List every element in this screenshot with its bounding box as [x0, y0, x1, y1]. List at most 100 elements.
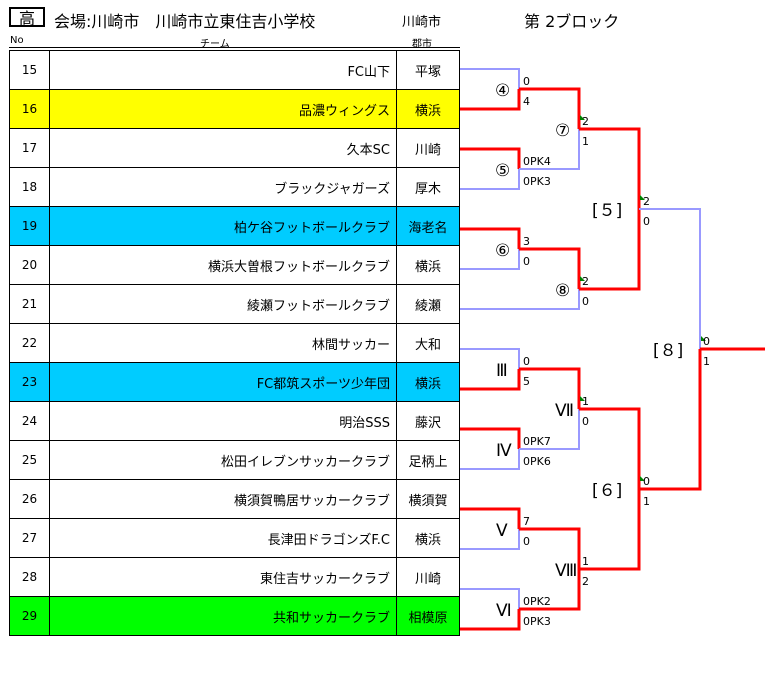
- score-top-m7: 2: [582, 115, 589, 128]
- bracket-line-r2-c: [519, 247, 581, 289]
- team-city: 横浜: [396, 245, 460, 285]
- score-bottom-mVII: 0: [582, 415, 589, 428]
- score-top-mIII: 0: [523, 355, 530, 368]
- match-label-s6: [６]: [592, 481, 622, 501]
- bracket-line-r2-h: [519, 569, 581, 611]
- bracket-line-r2-b: [519, 129, 580, 170]
- block-title: 第 2ブロック: [524, 12, 620, 31]
- bracket-line-r2-f: [519, 409, 580, 450]
- score-top-mVI: 0PK2: [523, 595, 551, 608]
- match-label-m8: ⑧: [555, 281, 570, 301]
- score-bottom-f8: 1: [703, 355, 710, 368]
- score-top-mIV: 0PK7: [523, 435, 551, 448]
- bracket-line-19: [460, 227, 521, 249]
- team-number: 21: [9, 284, 50, 324]
- team-city: 綾瀬: [396, 284, 460, 324]
- match-label-f8: [８]: [653, 341, 683, 361]
- score-bottom-m5: 0PK3: [523, 175, 551, 188]
- team-name: ブラックジャガーズ: [49, 167, 397, 207]
- advance-marker: [580, 396, 585, 401]
- score-top-s6: 0: [643, 475, 650, 488]
- score-bottom-m8: 0: [582, 295, 589, 308]
- host-city: 川崎市: [402, 15, 442, 30]
- team-name: 横須賀鴨居サッカークラブ: [49, 479, 397, 519]
- advance-marker: [580, 115, 585, 120]
- team-number: 20: [9, 245, 50, 285]
- score-top-m6: 3: [523, 235, 530, 248]
- team-number: 18: [9, 167, 50, 207]
- match-label-mVII: Ⅶ: [555, 401, 574, 421]
- score-bottom-mIII: 5: [523, 375, 530, 388]
- match-label-m7: ⑦: [555, 121, 570, 141]
- match-label-mVIII: Ⅷ: [555, 561, 577, 581]
- team-number: 16: [9, 89, 50, 129]
- bracket-line-16: [460, 89, 521, 111]
- bracket-line-18: [460, 169, 520, 190]
- bracket-line-r3-c: [579, 407, 641, 489]
- team-city: 横浜: [396, 89, 460, 129]
- match-label-s5: [５]: [592, 201, 622, 221]
- score-bottom-mV: 0: [523, 535, 530, 548]
- score-top-mV: 7: [523, 515, 530, 528]
- bracket-line-sf-b: [639, 349, 702, 491]
- venue-title: 会場:川崎市 川崎市立東住吉小学校: [54, 12, 316, 31]
- score-bottom-s5: 0: [643, 215, 650, 228]
- team-city: 足柄上: [396, 440, 460, 480]
- team-number: 28: [9, 557, 50, 597]
- score-top-mVIII: 1: [582, 555, 589, 568]
- score-top-m4: 0: [523, 75, 530, 88]
- advance-marker: [580, 276, 585, 281]
- bracket-line-r2-a: [519, 87, 581, 129]
- bracket-line-21: [460, 289, 580, 310]
- match-label-mVI: Ⅵ: [496, 601, 512, 621]
- bracket-line-29: [460, 609, 521, 631]
- team-name: 長津田ドラゴンズF.C: [49, 518, 397, 558]
- team-city: 横浜: [396, 518, 460, 558]
- score-bottom-s6: 1: [643, 495, 650, 508]
- team-number: 17: [9, 128, 50, 168]
- team-city: 平塚: [396, 50, 460, 90]
- bracket-line-r3-b: [579, 209, 641, 291]
- column-header-city: 郡市: [412, 39, 432, 50]
- bracket-line-27: [460, 529, 520, 550]
- column-header-team: チーム: [200, 39, 230, 50]
- score-bottom-mVIII: 2: [582, 575, 589, 588]
- column-header-no: No: [10, 35, 24, 46]
- bracket-line-26: [460, 507, 521, 529]
- team-name: 横浜大曽根フットボールクラブ: [49, 245, 397, 285]
- match-label-mIV: Ⅳ: [496, 441, 512, 461]
- score-bottom-m4: 4: [523, 95, 530, 108]
- bracket-line-17: [460, 147, 521, 169]
- bracket-line-24: [460, 427, 521, 449]
- advance-marker: [701, 336, 706, 341]
- bracket-line-22: [460, 348, 520, 369]
- team-city: 海老名: [396, 206, 460, 246]
- team-number: 26: [9, 479, 50, 519]
- team-number: 23: [9, 362, 50, 402]
- bracket-line-20: [460, 249, 520, 270]
- bracket-line-r3-a: [579, 127, 641, 209]
- team-city: 厚木: [396, 167, 460, 207]
- score-top-m5: 0PK4: [523, 155, 551, 168]
- match-label-m6: ⑥: [495, 241, 510, 261]
- team-city: 大和: [396, 323, 460, 363]
- team-number: 29: [9, 596, 50, 636]
- match-label-mIII: Ⅲ: [496, 361, 508, 381]
- score-bottom-mVI: 0PK3: [523, 615, 551, 628]
- bracket-line-sf-a: [639, 208, 701, 349]
- advance-marker: [640, 476, 645, 481]
- bracket-line-15: [460, 68, 520, 89]
- team-city: 相模原: [396, 596, 460, 636]
- team-name: 品濃ウィングス: [49, 89, 397, 129]
